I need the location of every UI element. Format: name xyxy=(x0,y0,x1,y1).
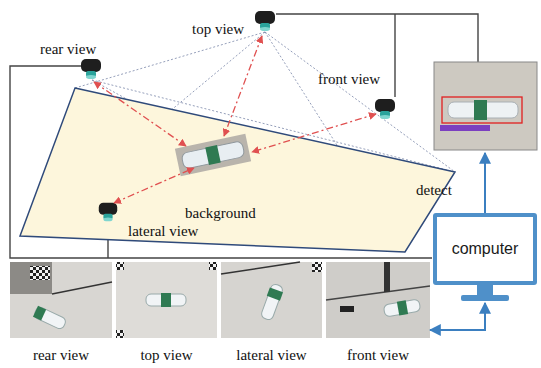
camera-lens xyxy=(260,27,270,31)
camera-label: front view xyxy=(318,70,380,88)
detection-screenshot xyxy=(434,62,537,150)
camera-body xyxy=(375,99,395,112)
detect-arrow xyxy=(484,153,486,213)
plane-label: background xyxy=(185,204,256,222)
camera: front view xyxy=(372,96,398,122)
photo-caption: front view xyxy=(347,347,409,363)
camera-photo: lateral view xyxy=(221,262,322,338)
bottle-label xyxy=(205,145,220,165)
plane-outline xyxy=(18,86,458,256)
camera-photo xyxy=(10,262,430,338)
camera-photo: front view xyxy=(326,262,430,338)
camera-photo: rear view xyxy=(10,262,112,338)
camera-lens xyxy=(380,115,390,119)
connector-arrow xyxy=(430,303,485,330)
bottle-photo xyxy=(175,134,251,176)
monitor-label: computer xyxy=(452,240,519,258)
camera-label: top view xyxy=(192,21,244,37)
camera-photo: top view xyxy=(116,262,217,338)
photo-caption: rear view xyxy=(0,346,142,364)
camera-body xyxy=(99,203,117,215)
camera-icon xyxy=(96,200,120,224)
camera-label: front view xyxy=(318,71,380,87)
camera-lens xyxy=(103,218,112,222)
bottle xyxy=(181,141,245,170)
camera-icon xyxy=(372,96,398,122)
photo-caption: lateral view xyxy=(191,346,352,364)
plane-label: background xyxy=(185,205,256,221)
camera: lateral view xyxy=(96,200,120,224)
photo-caption: top view xyxy=(86,346,247,364)
camera-label: top view xyxy=(192,20,244,38)
monitor-neck xyxy=(477,285,493,295)
camera-body xyxy=(81,59,101,72)
camera-label: rear view xyxy=(40,41,96,57)
photo-caption: top view xyxy=(140,347,192,363)
monitor-base xyxy=(461,295,509,301)
free-label: detect xyxy=(416,181,452,199)
background-plane: background xyxy=(18,86,458,256)
camera-lens xyxy=(86,75,96,79)
camera: rear view xyxy=(78,56,104,82)
camera-icon xyxy=(252,8,278,34)
photo-caption: lateral view xyxy=(236,347,306,363)
bottle-photo xyxy=(175,134,251,176)
view-line xyxy=(20,32,455,252)
camera-body xyxy=(255,11,275,24)
camera-label: lateral view xyxy=(128,222,198,240)
plane-shape xyxy=(20,88,455,252)
camera-label: rear view xyxy=(40,40,96,58)
photo-caption: front view xyxy=(296,346,460,364)
monitor-stand xyxy=(433,213,537,303)
free-label: detect xyxy=(416,182,452,198)
computer-monitor: computer xyxy=(433,213,537,303)
monitor-screen: computer xyxy=(433,213,537,285)
photo-caption: rear view xyxy=(33,347,89,363)
wire xyxy=(10,14,478,258)
camera-icon xyxy=(78,56,104,82)
camera: top view xyxy=(252,8,278,34)
camera-label: lateral view xyxy=(128,223,198,239)
